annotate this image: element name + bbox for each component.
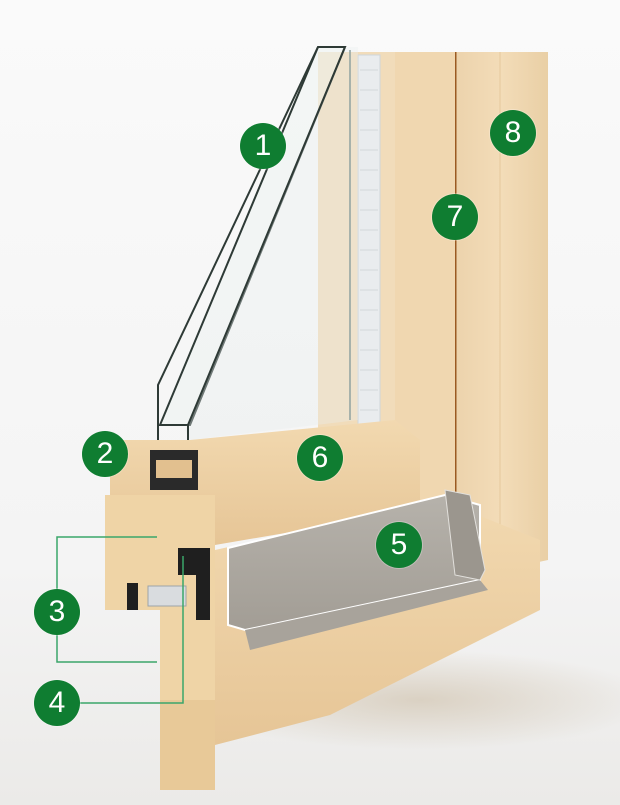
marker-3-frame-seals: 3 [34,589,80,635]
marker-5-weather-profile: 5 [376,522,422,568]
marker-7-sash: 7 [432,194,478,240]
marker-6-glazing-bead: 6 [297,435,343,481]
marker-8-frame: 8 [490,110,536,156]
marker-1-glazing: 1 [240,123,286,169]
marker-2-edge-seal: 2 [82,431,128,477]
marker-4-hardware: 4 [34,680,80,726]
